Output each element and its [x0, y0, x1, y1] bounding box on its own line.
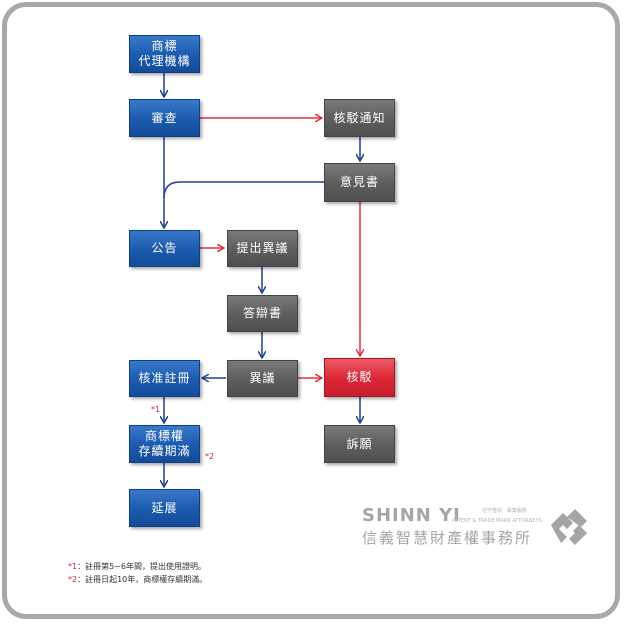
diagram-frame [2, 2, 620, 619]
node-rejection-notice: 核駁通知 [324, 99, 395, 137]
node-agency: 商標 代理機構 [129, 35, 200, 73]
logo-mark-icon [551, 509, 587, 545]
company-logo: SHINN YI 信守卷宗 · 專業服務 PATENT & TRADE MARK… [362, 505, 592, 550]
footnote-1: *1：註冊第5~6年間，提出使用證明。 [68, 562, 206, 571]
logo-subtitle: PATENT & TRADE MARK ATTORNEYS [452, 518, 542, 524]
node-renewal: 延展 [129, 489, 200, 527]
logo-motto: 信守卷宗 · 專業服務 [482, 508, 527, 514]
node-review: 審查 [129, 99, 200, 137]
footnote-marker-2: *2 [205, 452, 215, 461]
arrow-opinion-publication [163, 181, 324, 199]
node-objection: 異議 [227, 360, 298, 397]
node-publication: 公告 [129, 230, 200, 267]
logo-name: SHINN YI [362, 505, 461, 526]
node-expiry: 商標權 存續期滿 [129, 425, 200, 463]
logo-chinese-name: 信義智慧財產權事務所 [362, 529, 533, 547]
node-appeal: 訴願 [324, 425, 395, 463]
footnotes: *1：註冊第5~6年間，提出使用證明。 *2：註冊日起10年，商標權存續期滿。 [68, 560, 207, 586]
node-opposition: 提出異議 [227, 230, 298, 267]
node-reply: 答辯書 [227, 295, 298, 332]
node-approve-registration: 核准註冊 [129, 360, 200, 397]
node-opinion: 意見書 [324, 163, 395, 202]
footnote-marker-1: *1 [151, 405, 161, 414]
footnote-2: *2：註冊日起10年，商標權存續期滿。 [68, 575, 208, 584]
node-rejection: 核駁 [324, 358, 395, 397]
